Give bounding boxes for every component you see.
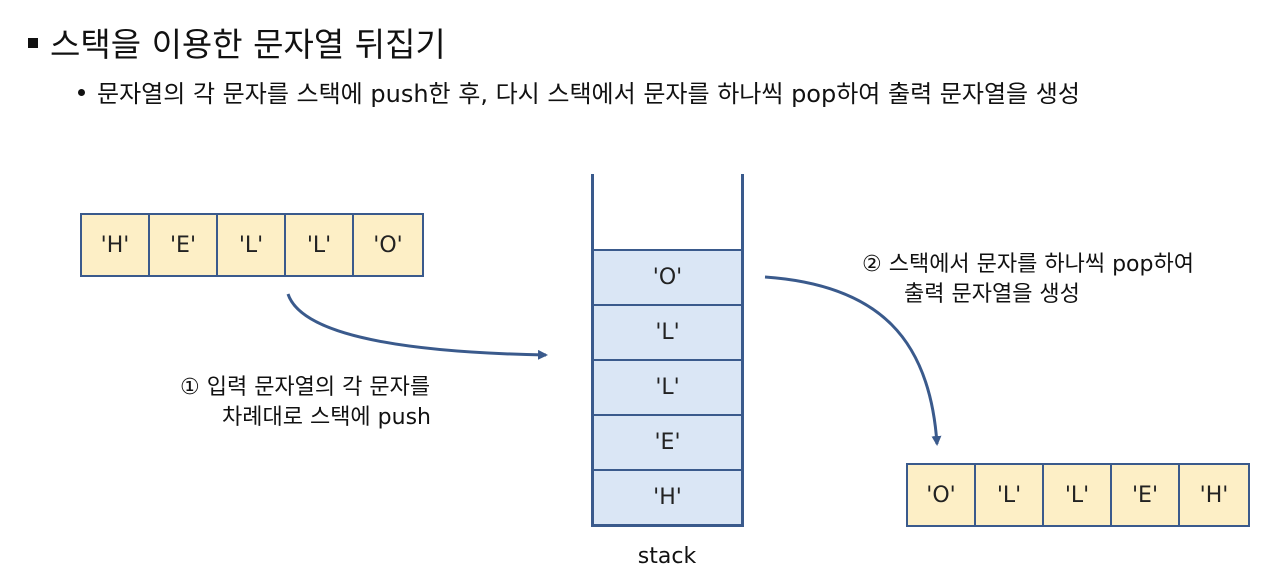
input-cell: 'O' (354, 215, 422, 275)
output-cell: 'L' (976, 465, 1044, 525)
stack-right-wall (741, 174, 744, 527)
pop-step-line1: ② 스택에서 문자를 하나씩 pop하여 (862, 252, 1194, 277)
stack-cell: 'L' (594, 304, 741, 359)
output-cell: 'E' (1112, 465, 1180, 525)
square-bullet-icon (28, 37, 38, 48)
output-cell: 'L' (1044, 465, 1112, 525)
push-step-line2: 차례대로 스택에 push (222, 405, 431, 430)
push-arrow (286, 293, 548, 360)
output-cell: 'H' (1180, 465, 1248, 525)
input-cell: 'L' (218, 215, 286, 275)
pop-arrow (764, 275, 942, 446)
subtitle-text: 문자열의 각 문자를 스택에 push한 후, 다시 스택에서 문자를 하나씩 … (97, 80, 1080, 108)
stack-cell: 'L' (594, 359, 741, 414)
slide-subtitle: 문자열의 각 문자를 스택에 push한 후, 다시 스택에서 문자를 하나씩 … (78, 74, 1080, 109)
push-step-line1: ① 입력 문자열의 각 문자를 (180, 375, 431, 400)
output-string-array: 'O' 'L' 'L' 'E' 'H' (906, 463, 1250, 527)
slide-title: 스택을 이용한 문자열 뒤집기 (28, 18, 446, 66)
input-cell: 'E' (150, 215, 218, 275)
stack-left-wall (591, 174, 594, 527)
title-text: 스택을 이용한 문자열 뒤집기 (50, 25, 446, 64)
push-step-note: ① 입력 문자열의 각 문자를 차례대로 스택에 push (180, 373, 431, 433)
stack-cell: 'H' (594, 469, 741, 524)
stack-cell: 'O' (594, 249, 741, 304)
stack-label: stack (637, 544, 697, 569)
input-cell: 'H' (82, 215, 150, 275)
input-string-array: 'H' 'E' 'L' 'L' 'O' (80, 213, 424, 277)
pop-step-note: ② 스택에서 문자를 하나씩 pop하여 출력 문자열을 생성 (862, 250, 1194, 310)
stack-bottom-wall (591, 524, 744, 527)
round-bullet-icon (78, 88, 85, 96)
stack-container: 'O' 'L' 'L' 'E' 'H' (594, 249, 741, 524)
input-cell: 'L' (286, 215, 354, 275)
stack-cell: 'E' (594, 414, 741, 469)
pop-step-line2: 출력 문자열을 생성 (904, 282, 1080, 307)
output-cell: 'O' (908, 465, 976, 525)
